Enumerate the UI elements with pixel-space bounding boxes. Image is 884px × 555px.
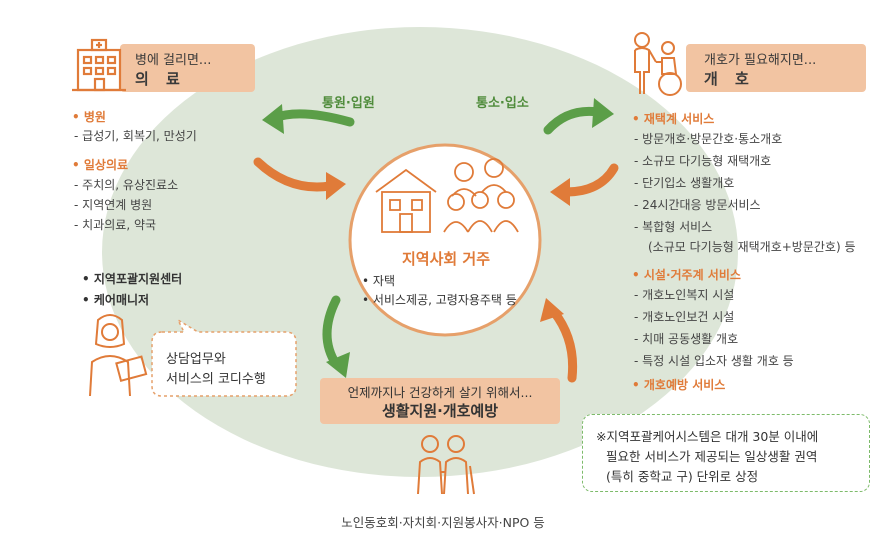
list-item: - 개호노인복지 시설	[634, 288, 735, 302]
list-item: - 특정 시설 입소자 생활 개호 등	[634, 354, 794, 368]
list-item: - 치매 공동생활 개호	[634, 332, 739, 346]
wheelchair-caregiver-icon	[634, 32, 682, 96]
medical-header	[120, 44, 255, 92]
note-line3: (특히 중학교 구) 단위로 상정	[606, 469, 759, 484]
speech-bubble	[151, 318, 297, 397]
arrow-left-orange	[253, 157, 335, 192]
support-item-care-manager: • 케어매니저	[82, 293, 150, 307]
living-title: 생활지원·개호예방	[381, 402, 499, 420]
care-category-home: • 재택계 서비스	[632, 112, 715, 126]
list-item: - 개호노인보건 시설	[634, 310, 735, 324]
list-item: - 급성기, 회복기, 만성기	[74, 129, 197, 143]
living-subtitle: 언제까지나 건강하게 살기 위해서...	[347, 385, 533, 400]
arrow-label-right: 통소·입소	[476, 96, 529, 111]
list-item: - 지역연계 병원	[74, 198, 153, 212]
list-item: - 소규모 다기능형 재택개호	[634, 154, 772, 168]
bubble-line1: 상담업무와	[166, 352, 226, 367]
hospital-icon	[72, 38, 126, 92]
arrow-right-green	[543, 106, 603, 135]
medical-subtitle: 병에 걸리면...	[135, 53, 212, 68]
note-line1: ※지역포괄케어시스템은 대개 30분 이내에	[596, 429, 819, 444]
care-category-prevention: • 개호예방 서비스	[632, 378, 726, 392]
arrow-label-left: 통원·입원	[322, 96, 375, 111]
care-title: 개 호	[704, 70, 755, 88]
note-line2: 필요한 서비스가 제공되는 일상생활 권역	[606, 449, 818, 464]
care-manager-icon	[89, 314, 148, 397]
arrow-left-green	[269, 109, 355, 127]
list-item: - 24시간대응 방문서비스	[634, 198, 761, 212]
arrow-right-orange	[561, 163, 619, 197]
list-item: - 단기입소 생활개호	[634, 176, 735, 190]
community-houses-people-icon	[375, 158, 519, 233]
support-item-center: • 지역포괄지원센터	[82, 272, 183, 286]
living-header	[320, 378, 560, 424]
care-header	[686, 44, 866, 92]
center-item-service: • 서비스제공, 고령자용주택 등	[362, 293, 517, 307]
list-item: - 복합형 서비스	[634, 220, 713, 234]
list-item: - 방문개호·방문간호·통소개호	[634, 132, 783, 146]
medical-category-hospital: • 병원	[72, 110, 106, 124]
list-item: - 주치의, 유상진료소	[74, 178, 179, 192]
arrow-bottom-green	[322, 295, 341, 369]
organizations-label: 노인동호회·자치회·지원봉사자·NPO 등	[341, 515, 545, 530]
list-item: (소규모 다기능형 재택개호+방문간호) 등	[648, 240, 856, 254]
care-category-facility: • 시설·거주계 서비스	[632, 268, 741, 282]
care-subtitle: 개호가 필요해지면...	[704, 53, 817, 68]
medical-category-daily: • 일상의료	[72, 158, 129, 172]
note-box	[582, 414, 870, 492]
center-title: 지역사회 거주	[401, 250, 491, 268]
list-item: - 치과의료, 약국	[74, 218, 157, 232]
elderly-couple-icon	[417, 435, 475, 495]
center-item-home: • 자택	[362, 274, 395, 288]
arrow-bottom-orange	[549, 307, 578, 383]
bubble-line2: 서비스의 코디수행	[166, 372, 266, 387]
medical-title: 의 료	[135, 70, 186, 88]
